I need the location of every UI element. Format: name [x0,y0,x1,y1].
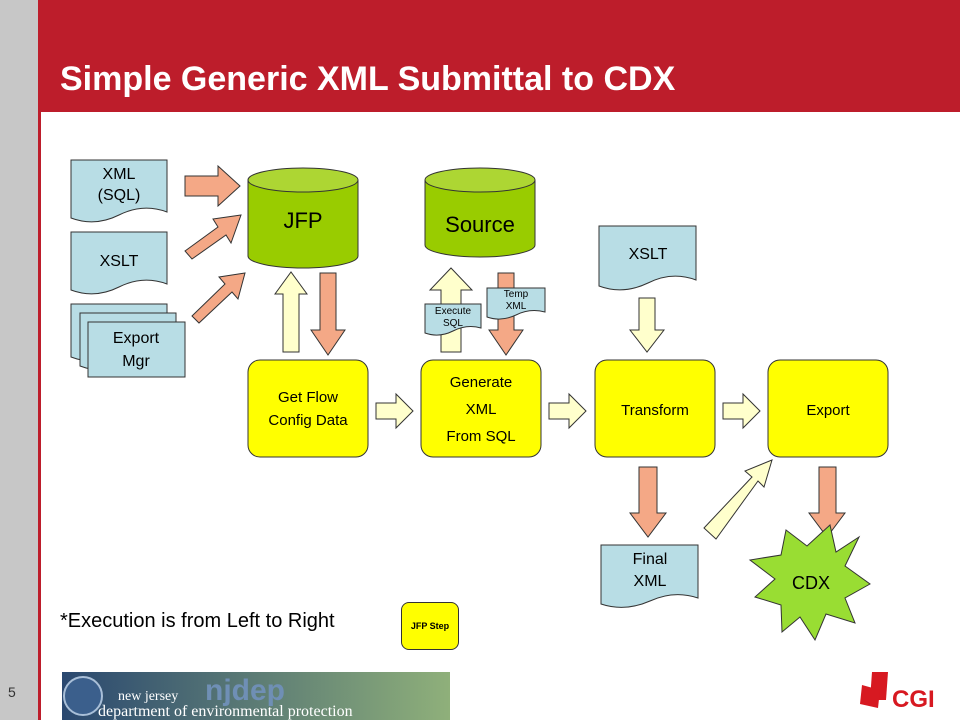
xslt-input-doc [70,231,168,295]
generate-label-1: Generate [450,374,513,391]
generate-label-3: From SQL [446,428,515,445]
final-xml-label-2: XML [634,573,667,590]
generate-label-2: XML [466,401,497,418]
xslt-input-label: XSLT [100,253,139,270]
get-flow-label-2: Config Data [268,412,348,429]
export-mgr-stack [70,303,186,378]
arrow-transform-to-finalxml [629,466,667,538]
final-xml-label-1: Final [633,551,668,568]
execute-sql-label-2: SQL [443,318,463,329]
arrow-xml-to-jfp [184,164,241,208]
arrow-jfp-to-getflow [310,272,346,356]
source-label: Source [445,212,515,237]
execute-sql-label-1: Execute [435,306,472,317]
export-mgr-label-1: Export [113,330,160,347]
njdep-logo: new jersey njdep department of environme… [62,672,450,720]
xml-sql-label-2: (SQL) [98,187,141,204]
left-strip [0,112,38,720]
execution-footnote: *Execution is from Left to Right [60,610,335,632]
left-strip-line [38,112,41,720]
arrow-getflow-to-jfp [274,271,308,353]
jfp-label: JFP [283,208,322,233]
transform-label: Transform [621,402,689,419]
arrow-exportmgr-to-jfp [191,272,246,324]
source-database [424,167,536,258]
get-flow-label-1: Get Flow [278,389,338,406]
cgi-logo: CGI [860,672,935,713]
jfp-database [247,167,359,269]
cgi-text: CGI [892,686,935,713]
export-step [767,359,889,458]
get-flow-step [247,359,369,458]
execute-sql-doc [424,303,482,336]
njdep-big-text: njdep [205,674,285,707]
page-number: 5 [8,684,16,700]
cdx-label: CDX [792,573,830,593]
page-title: Simple Generic XML Submittal to CDX [60,60,676,98]
export-label: Export [806,402,850,419]
banner-left-tab [0,0,38,112]
njdep-line-text: department of environmental protection [98,703,353,720]
jfp-step-legend: JFP Step [401,602,459,650]
generate-step [420,359,542,458]
xml-sql-label-1: XML [103,166,136,183]
arrow-getflow-to-generate [375,392,414,430]
arrow-xslt-to-transform [628,297,666,353]
temp-xml-doc [486,287,546,320]
arrow-generate-to-transform [548,392,587,430]
arrow-transform-to-export [722,392,761,430]
njdep-small-text: new jersey [118,689,178,704]
arrow-xslt-to-jfp [184,214,242,260]
export-mgr-label-2: Mgr [122,353,150,370]
xslt-transform-label: XSLT [629,246,668,263]
title-banner [0,0,960,112]
xslt-transform-doc [598,225,697,291]
transform-step [594,359,716,458]
cdx-starburst [748,524,871,642]
arrow-export-to-cdx [808,466,846,538]
final-xml-doc [600,544,699,608]
arrow-finalxml-to-export [703,459,773,540]
xml-sql-doc [70,159,168,223]
temp-xml-label-2: XML [506,301,527,312]
temp-xml-label-1: Temp [504,289,529,300]
